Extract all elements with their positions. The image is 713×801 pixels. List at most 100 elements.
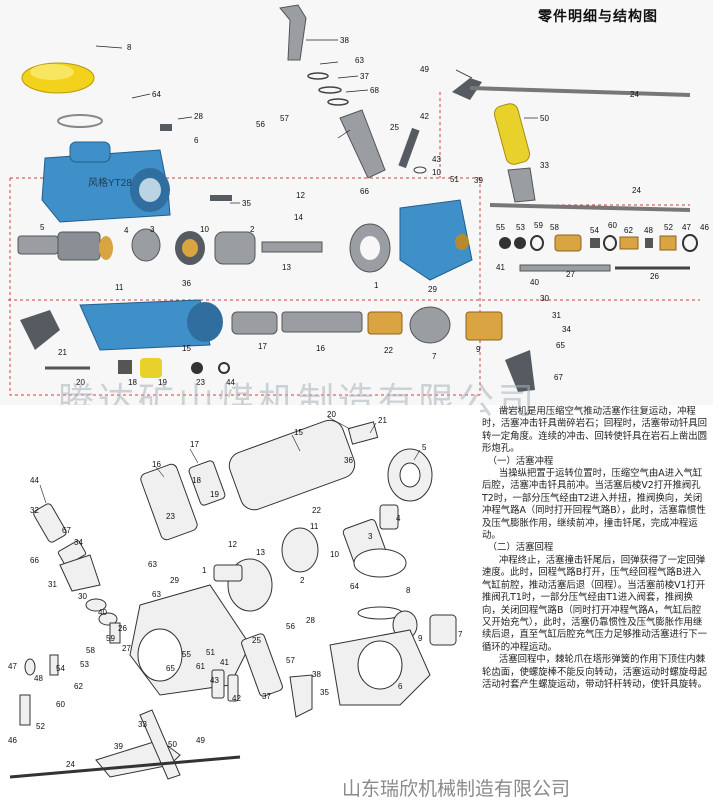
label-bottom-1: 1 — [202, 566, 207, 575]
ring-43 — [413, 166, 427, 174]
label-bottom-25: 25 — [252, 636, 261, 645]
label-bottom-16: 16 — [152, 460, 161, 469]
label-bottom-24: 24 — [66, 760, 75, 769]
label-bottom-51: 51 — [206, 648, 215, 657]
label-bottom-49: 49 — [196, 736, 205, 745]
label-top-26: 26 — [650, 272, 659, 281]
label-bottom-40: 40 — [98, 608, 107, 617]
label-bottom-61: 61 — [196, 662, 205, 671]
label-top-63: 63 — [355, 56, 364, 65]
label-bottom-34: 34 — [74, 538, 83, 547]
label-bottom-9: 9 — [418, 634, 423, 643]
label-bottom-17: 17 — [190, 440, 199, 449]
label-bottom-47: 47 — [8, 662, 17, 671]
label-bottom-10: 10 — [330, 550, 339, 559]
label-bottom-5: 5 — [422, 443, 427, 452]
label-bottom-60: 60 — [56, 700, 65, 709]
label-bottom-13: 13 — [256, 548, 265, 557]
lever-part-49 — [452, 78, 482, 100]
label-top-67: 67 — [554, 373, 563, 382]
label-bottom-63a: 63 — [148, 560, 157, 569]
label-bottom-55: 55 — [182, 650, 191, 659]
label-top-68: 68 — [370, 86, 379, 95]
bottom-watermark: 山东瑞欣机械制造有限公司 — [338, 774, 575, 801]
label-bottom-28: 28 — [306, 616, 315, 625]
label-top-34: 34 — [562, 325, 571, 334]
label-bottom-33: 33 — [138, 720, 147, 729]
label-top-9: 9 — [476, 345, 481, 354]
label-bottom-41: 41 — [220, 658, 229, 667]
label-bottom-23: 23 — [166, 512, 175, 521]
label-bottom-3: 3 — [368, 532, 373, 541]
label-top-43: 43 — [432, 155, 441, 164]
label-top-4: 4 — [124, 226, 129, 235]
label-top-30: 30 — [540, 294, 549, 303]
fittings-row — [499, 234, 698, 252]
label-bottom-31: 31 — [48, 580, 57, 589]
line-drawing-diagram: 20 21 15 5 17 16 18 19 23 44 32 67 34 66… — [0, 405, 480, 800]
pin-part-42 — [398, 127, 420, 169]
label-top-24b: 24 — [632, 186, 641, 195]
label-top-29: 29 — [428, 285, 437, 294]
bottom-leader-lines — [39, 416, 421, 504]
label-top-18: 18 — [128, 378, 137, 387]
label-top-51: 51 — [450, 175, 459, 184]
label-top-42: 42 — [420, 112, 429, 121]
label-top-16: 16 — [316, 344, 325, 353]
label-bottom-65: 65 — [166, 664, 175, 673]
label-bottom-6: 6 — [398, 682, 403, 691]
label-top-55: 55 — [496, 223, 505, 232]
label-top-65: 65 — [556, 341, 565, 350]
ring-68 — [327, 98, 349, 106]
label-top-2: 2 — [250, 225, 255, 234]
label-top-44: 44 — [226, 378, 235, 387]
label-bottom-32: 32 — [30, 506, 39, 515]
label-bottom-59: 59 — [106, 634, 115, 643]
label-top-54: 54 — [590, 226, 599, 235]
label-top-14: 14 — [294, 213, 303, 222]
rod-part-27 — [519, 264, 611, 272]
label-bottom-64: 64 — [350, 582, 359, 591]
label-bottom-21: 21 — [378, 416, 387, 425]
label-top-27: 27 — [566, 270, 575, 279]
label-top-52: 52 — [664, 223, 673, 232]
label-top-46: 46 — [700, 223, 709, 232]
label-top-15: 15 — [182, 344, 191, 353]
label-bottom-62: 62 — [74, 682, 83, 691]
label-bottom-53: 53 — [80, 660, 89, 669]
label-bottom-63b: 63 — [152, 590, 161, 599]
label-top-22: 22 — [384, 346, 393, 355]
small-part-35 — [210, 195, 232, 201]
section-2-title: （二）活塞回程 — [487, 542, 554, 554]
top-leader-lines — [95, 39, 538, 204]
label-top-48: 48 — [644, 226, 653, 235]
ring-37 — [318, 86, 342, 94]
label-top-12: 12 — [296, 191, 305, 200]
yellow-grip-part — [493, 103, 531, 165]
label-bottom-18: 18 — [192, 476, 201, 485]
label-bottom-20: 20 — [327, 410, 336, 419]
label-top-62: 62 — [624, 226, 633, 235]
label-top-60: 60 — [608, 221, 617, 230]
label-bottom-2: 2 — [300, 576, 305, 585]
label-bottom-7: 7 — [458, 630, 463, 639]
bent-handle-part — [279, 4, 307, 61]
label-top-13: 13 — [282, 263, 291, 272]
label-bottom-15: 15 — [294, 428, 303, 437]
label-bottom-52: 52 — [36, 722, 45, 731]
valve-chest-part — [399, 199, 473, 281]
label-bottom-42: 42 — [232, 694, 241, 703]
label-bottom-44: 44 — [30, 476, 39, 485]
label-bottom-43: 43 — [210, 676, 219, 685]
label-bottom-67: 67 — [62, 526, 71, 535]
label-top-37: 37 — [360, 72, 369, 81]
label-top-23: 23 — [196, 378, 205, 387]
label-bottom-50: 50 — [168, 740, 177, 749]
label-top-49: 49 — [420, 65, 429, 74]
label-top-59: 59 — [534, 221, 543, 230]
label-top-57: 57 — [280, 114, 289, 123]
working-principle-text: 凿岩机是用压缩空气推动活塞作往复运动，冲程时，活塞冲击钎具凿碎岩石；回程时，活塞… — [482, 406, 708, 691]
label-bottom-11: 11 — [310, 522, 319, 531]
label-bottom-8: 8 — [406, 586, 411, 595]
